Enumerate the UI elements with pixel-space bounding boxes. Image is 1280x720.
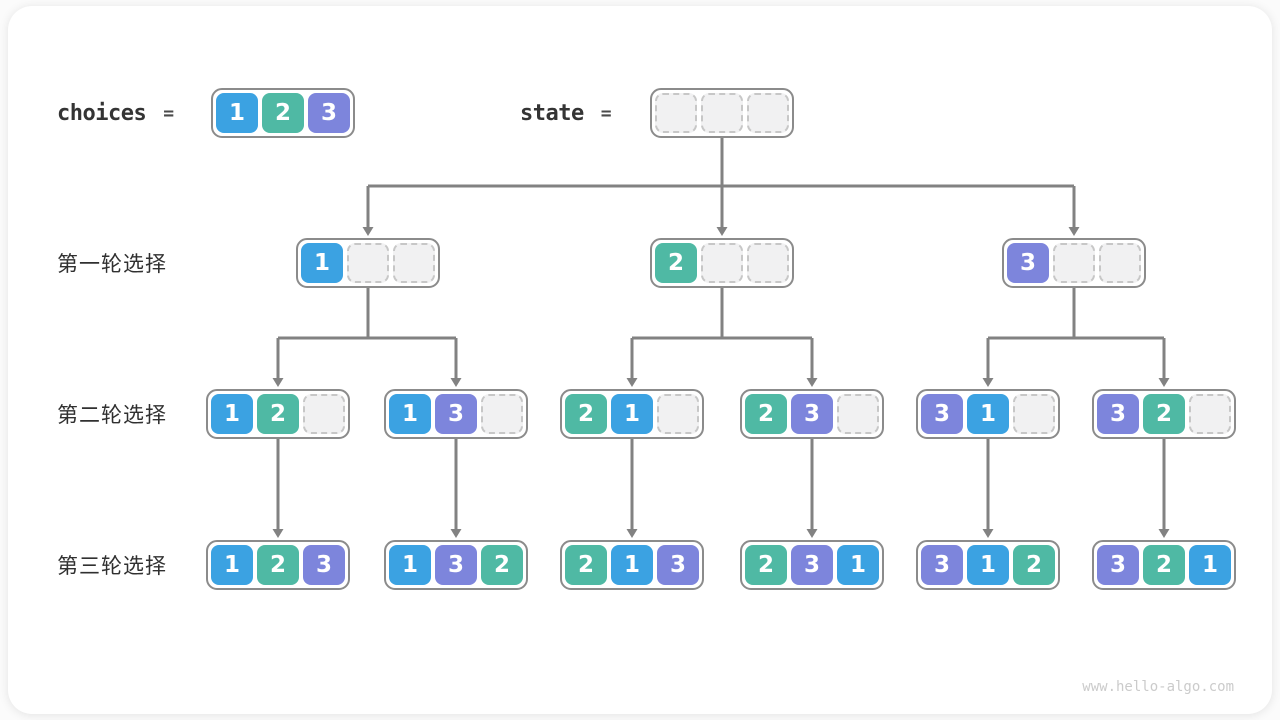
value-cell-2: 2 xyxy=(1013,545,1055,585)
choices-equals-sign: = xyxy=(163,102,175,124)
empty-slot xyxy=(303,394,345,434)
state-array xyxy=(650,88,794,138)
value-cell-1: 1 xyxy=(216,93,258,133)
empty-slot xyxy=(747,93,789,133)
arrowhead-icon xyxy=(450,378,462,387)
value-cell-2: 2 xyxy=(257,394,299,434)
row-label-round-1: 第一轮选择 xyxy=(57,253,167,276)
value-cell-3: 3 xyxy=(435,545,477,585)
value-cell-3: 3 xyxy=(921,545,963,585)
arrowhead-icon xyxy=(1068,227,1080,236)
arrowhead-icon xyxy=(626,529,638,538)
state-equals-sign: = xyxy=(600,102,612,124)
state-node-1xx: 1 xyxy=(296,238,440,288)
empty-slot xyxy=(837,394,879,434)
value-cell-1: 1 xyxy=(389,545,431,585)
value-cell-2: 2 xyxy=(565,394,607,434)
row-label-round-2: 第二轮选择 xyxy=(57,404,167,427)
empty-slot xyxy=(655,93,697,133)
value-cell-1: 1 xyxy=(301,243,343,283)
arrowhead-icon xyxy=(716,227,728,236)
value-cell-1: 1 xyxy=(211,545,253,585)
value-cell-2: 2 xyxy=(262,93,304,133)
empty-slot xyxy=(1013,394,1055,434)
arrowhead-icon xyxy=(272,378,284,387)
value-cell-3: 3 xyxy=(435,394,477,434)
empty-slot xyxy=(701,243,743,283)
empty-slot xyxy=(481,394,523,434)
value-cell-1: 1 xyxy=(967,394,1009,434)
empty-slot xyxy=(747,243,789,283)
arrowhead-icon xyxy=(626,378,638,387)
state-label-group: state = xyxy=(520,88,612,138)
value-cell-1: 1 xyxy=(1189,545,1231,585)
value-cell-3: 3 xyxy=(791,394,833,434)
empty-slot xyxy=(1053,243,1095,283)
value-cell-1: 1 xyxy=(611,394,653,434)
value-cell-2: 2 xyxy=(565,545,607,585)
empty-slot xyxy=(1189,394,1231,434)
value-cell-3: 3 xyxy=(1097,545,1139,585)
value-cell-3: 3 xyxy=(1007,243,1049,283)
empty-slot xyxy=(393,243,435,283)
state-node-3xx: 3 xyxy=(1002,238,1146,288)
value-cell-2: 2 xyxy=(1143,545,1185,585)
value-cell-1: 1 xyxy=(837,545,879,585)
arrowhead-icon xyxy=(982,529,994,538)
choices-label-group: choices = xyxy=(57,88,174,138)
arrowhead-icon xyxy=(1158,378,1170,387)
value-cell-3: 3 xyxy=(791,545,833,585)
state-node-2xx: 2 xyxy=(650,238,794,288)
empty-slot xyxy=(1099,243,1141,283)
row-label-round-3: 第三轮选择 xyxy=(57,555,167,578)
value-cell-2: 2 xyxy=(655,243,697,283)
state-label: state xyxy=(520,100,584,126)
value-cell-2: 2 xyxy=(1143,394,1185,434)
value-cell-3: 3 xyxy=(303,545,345,585)
arrowhead-icon xyxy=(982,378,994,387)
arrowhead-icon xyxy=(806,378,818,387)
arrowhead-icon xyxy=(1158,529,1170,538)
empty-slot xyxy=(657,394,699,434)
arrowhead-icon xyxy=(450,529,462,538)
value-cell-3: 3 xyxy=(921,394,963,434)
value-cell-2: 2 xyxy=(745,545,787,585)
value-cell-3: 3 xyxy=(1097,394,1139,434)
value-cell-1: 1 xyxy=(967,545,1009,585)
value-cell-1: 1 xyxy=(211,394,253,434)
arrowhead-icon xyxy=(806,529,818,538)
value-cell-2: 2 xyxy=(481,545,523,585)
value-cell-2: 2 xyxy=(257,545,299,585)
choices-label: choices xyxy=(57,100,147,126)
value-cell-3: 3 xyxy=(308,93,350,133)
value-cell-2: 2 xyxy=(745,394,787,434)
arrowhead-icon xyxy=(272,529,284,538)
value-cell-1: 1 xyxy=(611,545,653,585)
watermark: www.hello-algo.com xyxy=(1082,679,1234,695)
value-cell-1: 1 xyxy=(389,394,431,434)
value-cell-3: 3 xyxy=(657,545,699,585)
empty-slot xyxy=(701,93,743,133)
empty-slot xyxy=(347,243,389,283)
arrowhead-icon xyxy=(362,227,374,236)
